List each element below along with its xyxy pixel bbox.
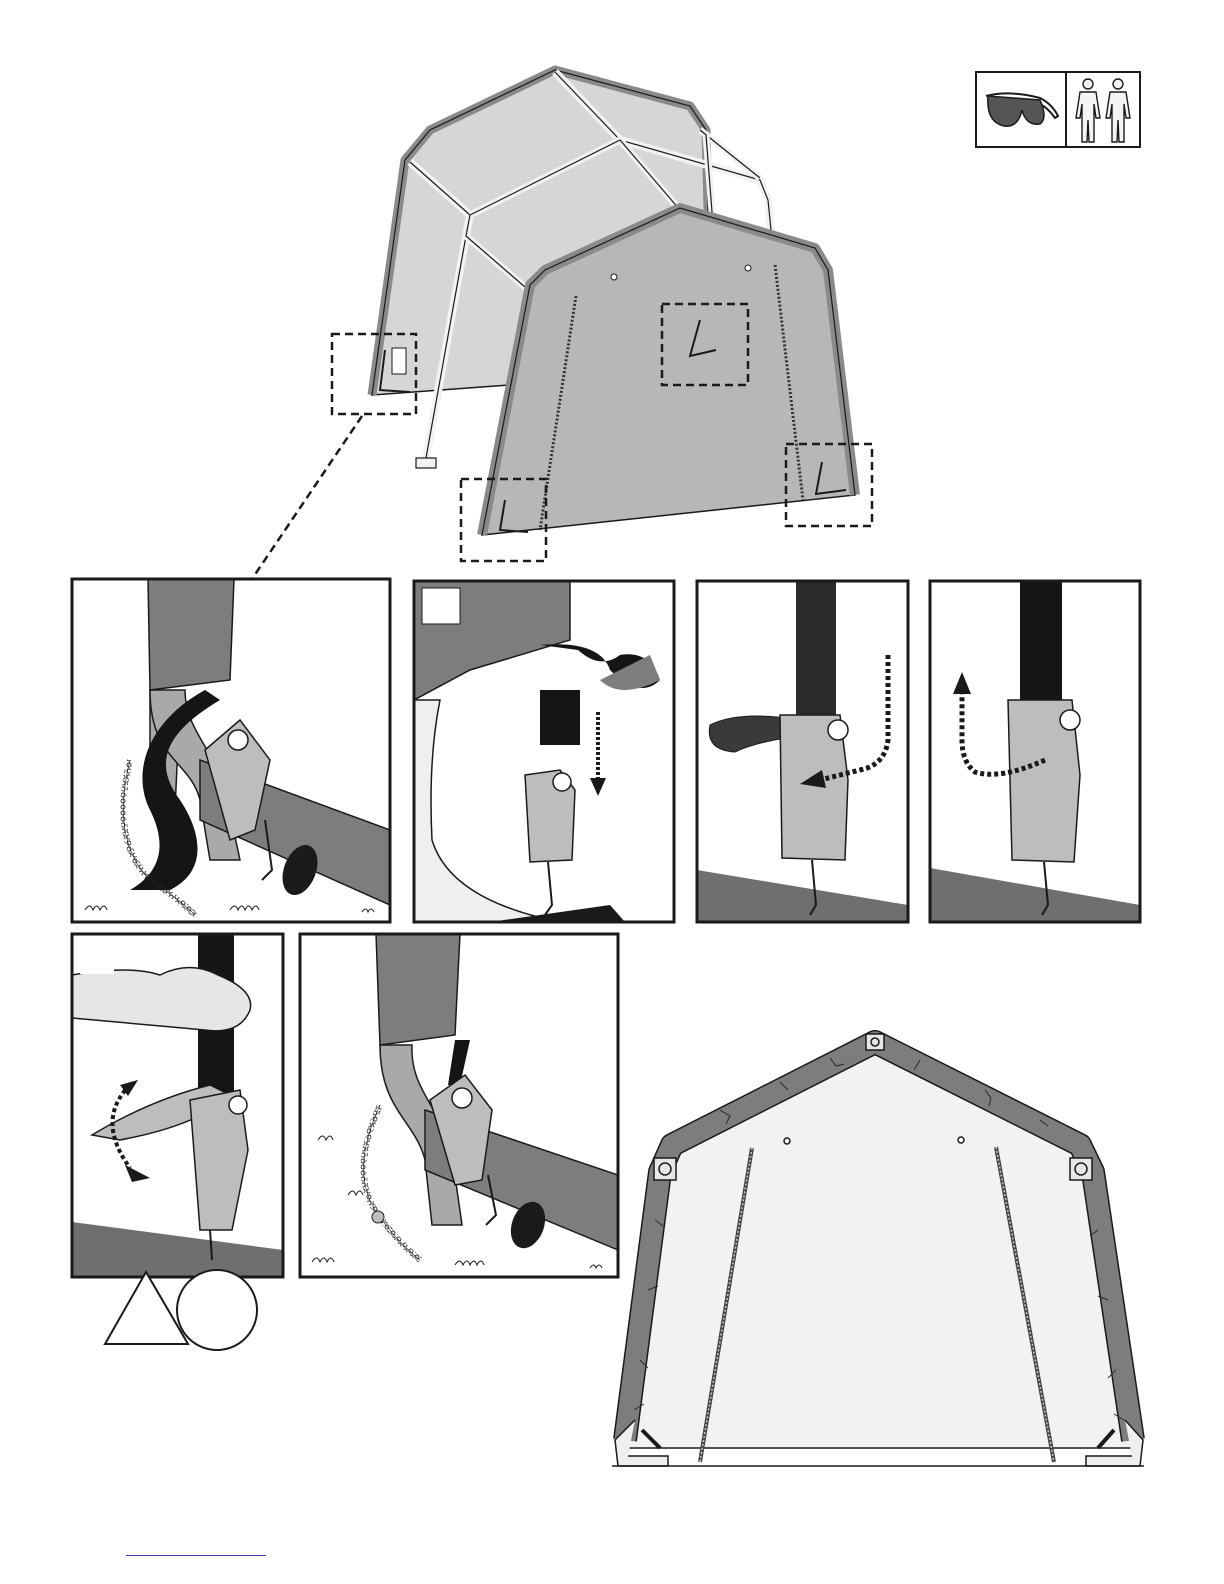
detail-ratchet-tighten [72,934,283,1277]
step-circle-icon [177,1270,257,1350]
detail-strap-through-ratchet [697,581,908,922]
warning-triangle-icon [105,1272,188,1344]
step-markers [105,1270,257,1350]
detail-strap-pull-up [930,581,1140,922]
overview-shelter-frame [252,70,872,579]
detail-strap-around-pipe [72,579,390,922]
detail-strap-feed-down [414,581,674,922]
safety-icons [976,72,1140,147]
front-view-shelter [612,1034,1144,1466]
link-underline [126,1555,266,1556]
detail-secured-ratchet [300,934,618,1277]
